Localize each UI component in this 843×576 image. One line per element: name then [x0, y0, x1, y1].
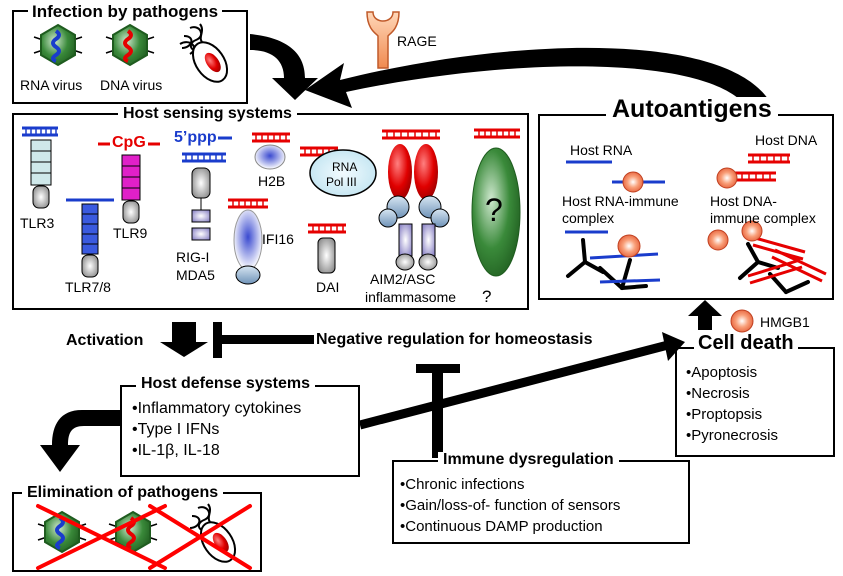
host-dna-strand: [716, 153, 790, 189]
ifi16-label: IFI16: [262, 231, 294, 247]
dna-complex-label-1: Host DNA-: [710, 193, 777, 209]
elimination-title: Elimination of pathogens: [22, 485, 224, 501]
host-defense-panel: [120, 385, 360, 477]
activation-label: Activation: [66, 332, 144, 349]
rage-receptor-icon: [366, 11, 400, 69]
list-item: •Necrosis: [686, 385, 750, 402]
autoantigens-panel: [538, 114, 834, 300]
list-item: •IL-1β, IL-18: [132, 442, 220, 459]
host-dna-label: Host DNA: [755, 132, 818, 148]
unknown-sensor-icon: [471, 128, 521, 277]
list-item: •Pyronecrosis: [686, 427, 778, 444]
unknown-sensor-mark: ?: [485, 192, 503, 228]
h2b-sensor-icon: [252, 132, 290, 170]
dna-virus-label: DNA virus: [100, 77, 163, 93]
dna-virus-icon: [105, 23, 155, 67]
aim2-label-2: inflammasome: [365, 289, 457, 305]
elimination-cross-marks: [36, 504, 252, 570]
rna-complex-label-1: Host RNA-immune: [562, 193, 679, 209]
tlr9-receptor-icon: [98, 142, 160, 224]
negative-regulation-label: Negative regulation for homeostasis: [316, 331, 593, 348]
rig-i-label: RIG-I: [176, 249, 210, 265]
infection-title: Infection by pathogens: [28, 3, 223, 20]
tlr78-label: TLR7/8: [65, 279, 111, 295]
immune-dysregulation-title: Immune dysregulation: [438, 452, 619, 468]
rage-label: RAGE: [397, 33, 437, 49]
dna-complex-label-2: immune complex: [710, 210, 816, 226]
host-rna-label: Host RNA: [570, 142, 633, 158]
rna-complex-label-2: complex: [562, 210, 615, 226]
tlr9-label: TLR9: [113, 225, 148, 241]
host-rna-strand: [566, 160, 665, 193]
tlr3-receptor-icon: [22, 126, 58, 209]
list-item: •Inflammatory cytokines: [132, 400, 302, 417]
hmgb1-icon: [730, 309, 754, 333]
dna-immune-complex-icon: [707, 220, 827, 294]
aim2-inflammasome-icon: [378, 129, 450, 271]
rna-virus-label: RNA virus: [20, 77, 83, 93]
rna-virus-icon: [33, 23, 83, 67]
cell-death-panel: [675, 347, 835, 457]
h2b-label: H2B: [258, 173, 286, 189]
hmgb1-label: HMGB1: [760, 314, 810, 330]
rna-pol-label-1: RNA: [332, 160, 358, 174]
rig-i-receptor-icon: [182, 136, 232, 241]
ppp-label: 5’ppp: [174, 129, 217, 146]
dai-label: DAI: [316, 279, 340, 295]
dai-sensor-icon: [308, 223, 346, 274]
dysregulation-inhibition-bar: [416, 364, 460, 458]
host-defense-title: Host defense systems: [136, 376, 315, 392]
rna-pol-label-2: Pol III: [326, 175, 357, 189]
elimination-arrow: [40, 410, 120, 472]
cell-death-list: •Apoptosis •Necrosis •Proptopsis •Pyrone…: [686, 362, 778, 446]
mda5-label: MDA5: [176, 267, 215, 283]
tlr78-receptor-icon: [66, 198, 114, 278]
ifi16-sensor-icon: [228, 198, 268, 285]
aim2-label-1: AIM2/ASC: [370, 271, 436, 287]
unknown-sensor-label: ?: [482, 287, 492, 306]
tlr3-label: TLR3: [20, 215, 55, 231]
death-to-autoantigens-arrow: [688, 300, 722, 330]
host-sensing-title: Host sensing systems: [118, 106, 297, 122]
negative-regulation-bar: [213, 322, 314, 358]
list-item: •Proptopsis: [686, 406, 763, 423]
list-item: •Apoptosis: [686, 364, 758, 381]
infection-down-arrow: [250, 34, 318, 100]
inhibition-to-cell-death-line: [358, 332, 685, 430]
rna-pol-iii-icon: [300, 146, 377, 197]
activation-arrow: [160, 322, 208, 357]
bacterium-icon: [179, 23, 229, 83]
list-item: •Gain/loss-of- function of sensors: [400, 497, 621, 514]
list-item: •Chronic infections: [400, 476, 525, 493]
rna-immune-complex-icon: [565, 230, 661, 290]
cpg-label: CpG: [112, 134, 146, 151]
list-item: •Continuous DAMP production: [400, 518, 603, 535]
immune-dysregulation-list: •Chronic infections •Gain/loss-of- funct…: [400, 474, 620, 537]
list-item: •Type I IFNs: [132, 421, 220, 438]
autoantigen-return-arrow: [305, 47, 775, 112]
autoantigens-title: Autoantigens: [606, 97, 778, 122]
cell-death-title: Cell death: [694, 333, 798, 353]
host-defense-list: •Inflammatory cytokines •Type I IFNs •IL…: [132, 398, 301, 461]
